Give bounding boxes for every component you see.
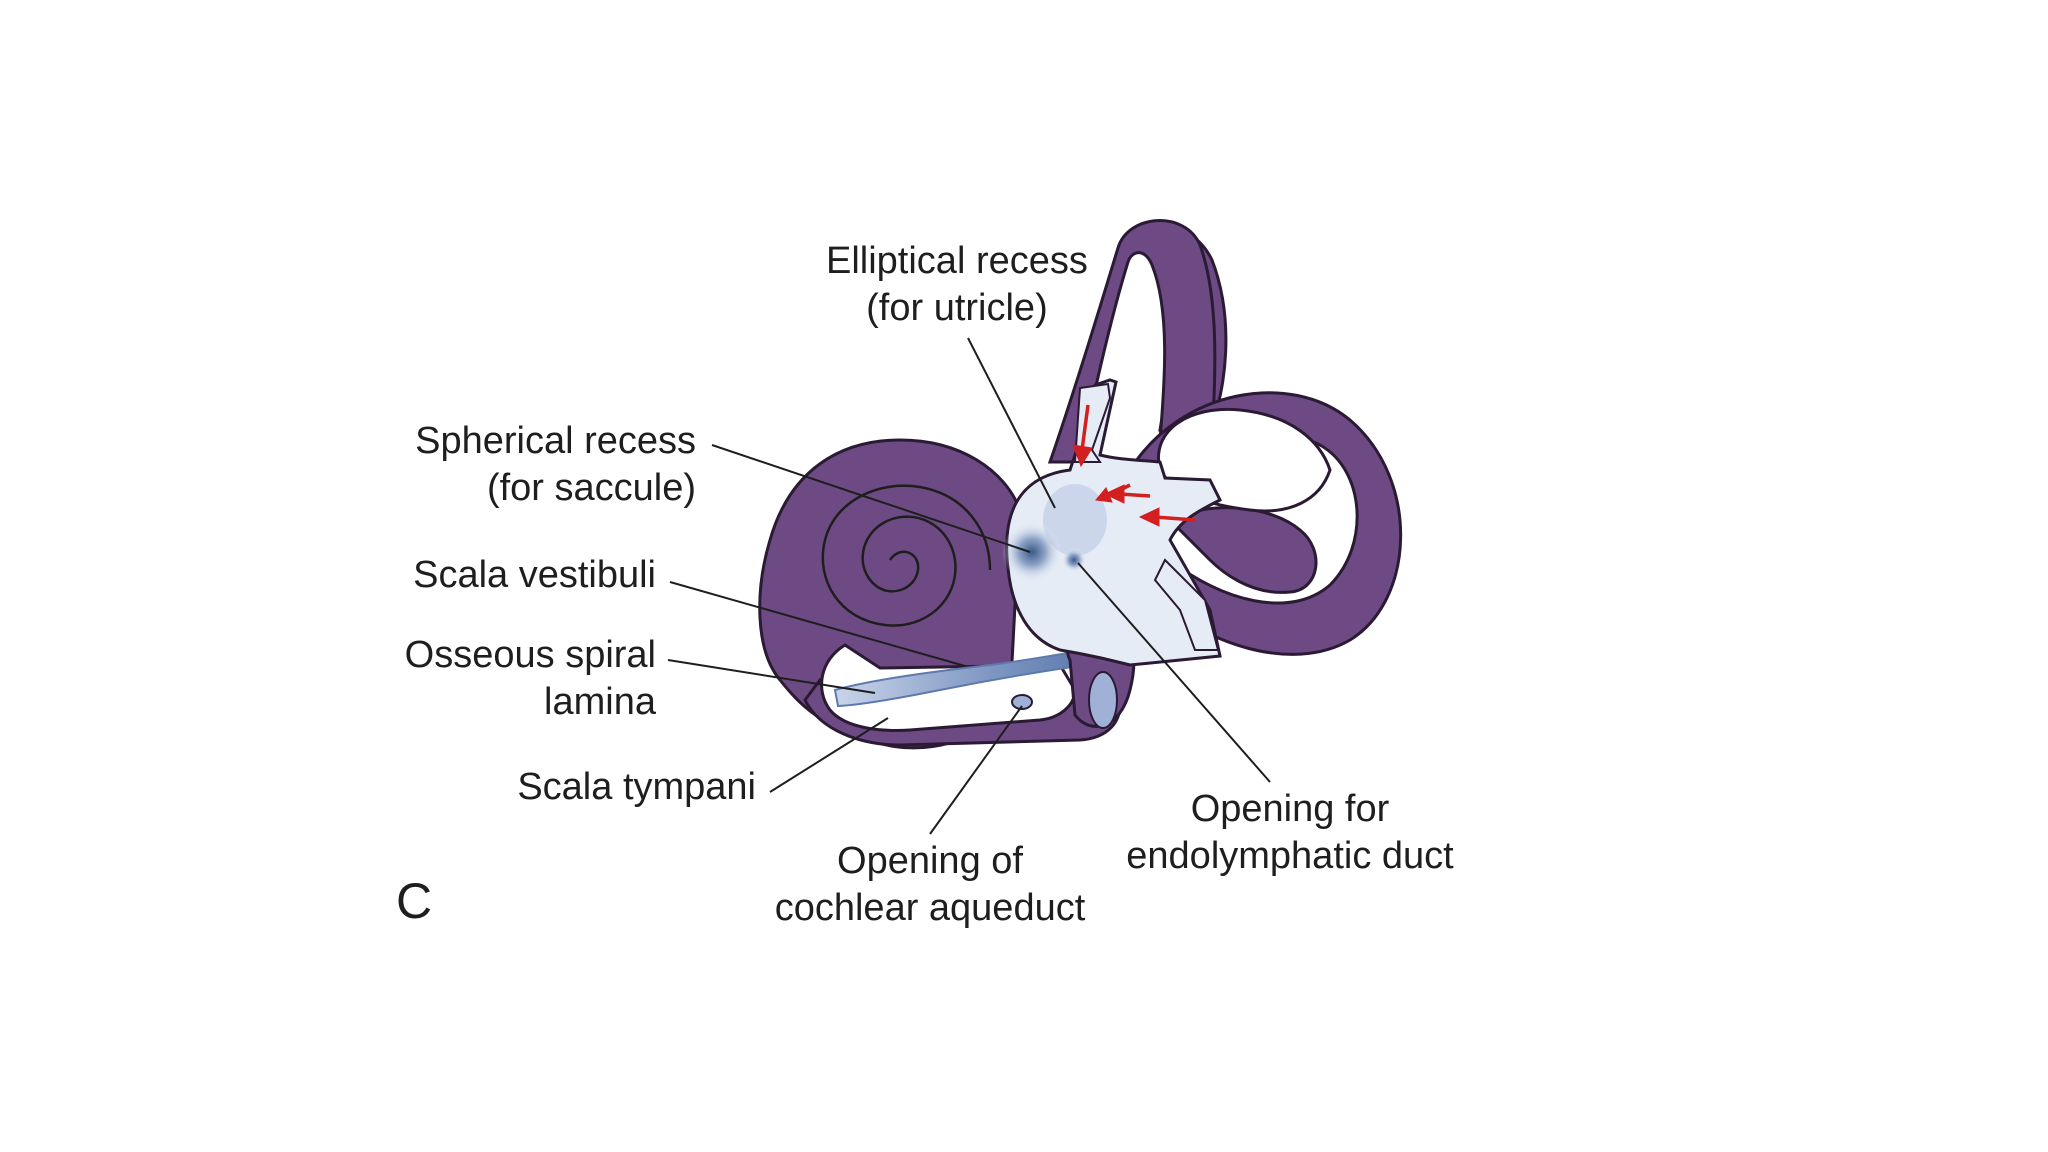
- label-scala-vestibuli: Scala vestibuli: [398, 552, 656, 599]
- label-elliptical-recess: Elliptical recess (for utricle): [826, 238, 1088, 332]
- label-cochlear-aqueduct-line2: cochlear aqueduct: [774, 887, 1086, 929]
- leader-elliptical-recess: [967, 337, 1056, 509]
- leader-cochlear-aqueduct: [929, 705, 1023, 835]
- label-endolymphatic-duct-line1: Opening for: [1190, 788, 1390, 830]
- endolymphatic-arm: [1153, 558, 1220, 651]
- label-elliptical-recess-line1: Elliptical recess: [826, 240, 1088, 282]
- label-scala-tympani-line1: Scala tympani: [517, 766, 756, 808]
- label-spherical-recess-line1: Spherical recess: [415, 420, 696, 462]
- leader-spherical-recess: [711, 444, 1031, 553]
- label-endolymphatic-duct: Opening for endolymphatic duct: [1110, 786, 1470, 880]
- label-osseous-spiral-lamina: Osseous spiral lamina: [390, 632, 656, 726]
- label-scala-vestibuli-line1: Scala vestibuli: [413, 554, 656, 596]
- label-cochlear-aqueduct-line1: Opening of: [837, 840, 1023, 882]
- label-osseous-spiral-lamina-line1: Osseous spiral: [404, 634, 656, 676]
- flow-arrows: [1072, 404, 1196, 527]
- elliptical-recess-shade: [1043, 484, 1107, 556]
- label-cochlear-aqueduct: Opening of cochlear aqueduct: [760, 838, 1100, 932]
- label-elliptical-recess-line2: (for utricle): [866, 287, 1048, 329]
- label-spherical-recess: Spherical recess (for saccule): [398, 418, 696, 512]
- label-endolymphatic-duct-line2: endolymphatic duct: [1126, 835, 1454, 877]
- cochlear-aqueduct-opening: [1011, 694, 1033, 710]
- label-osseous-spiral-lamina-line2: lamina: [544, 681, 656, 723]
- label-spherical-recess-line2: (for saccule): [486, 467, 696, 509]
- spherical-recess: [1002, 522, 1062, 582]
- label-scala-tympani: Scala tympani: [490, 764, 756, 811]
- leader-scala-tympani: [769, 717, 889, 793]
- leader-scala-vestibuli: [669, 581, 966, 667]
- cochlea-spiral: [821, 484, 992, 627]
- leader-endolymphatic-duct: [1077, 562, 1271, 783]
- panel-letter: C: [396, 873, 433, 929]
- leader-lines: [667, 337, 1271, 835]
- leader-osseous-spiral-lamina: [667, 659, 876, 694]
- aqueduct-bulge: [1088, 671, 1118, 729]
